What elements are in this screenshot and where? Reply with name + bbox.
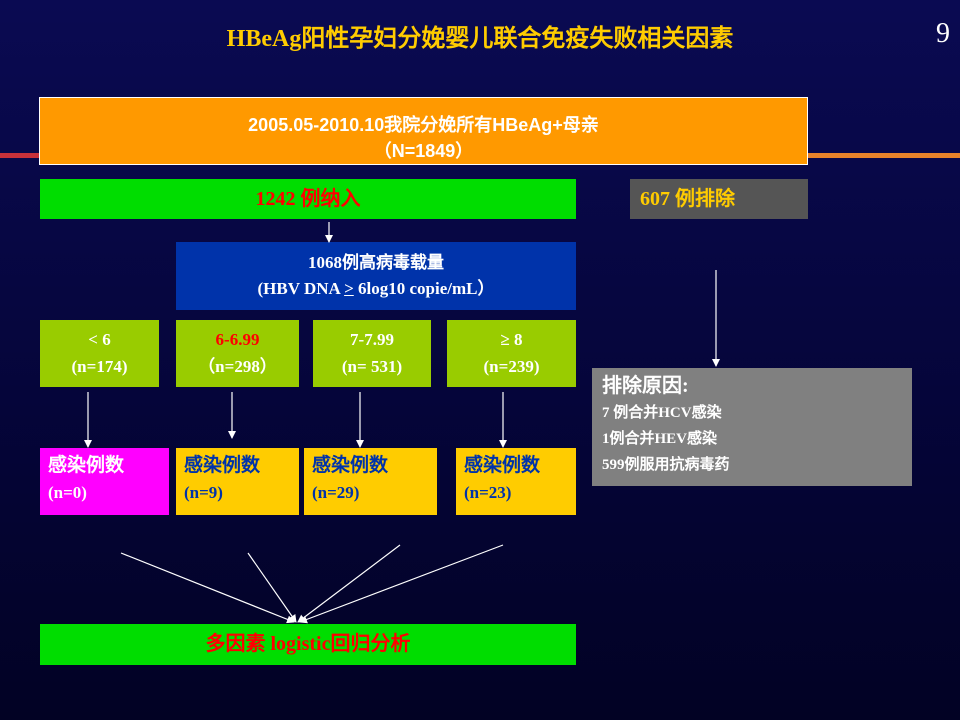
- group-count: (n= 531): [341, 357, 403, 376]
- group-box-7-7.99: 7-7.99 (n= 531): [313, 320, 431, 387]
- logistic-analysis-box: 多因素 logistic回归分析: [40, 624, 576, 665]
- orange-stripe: [808, 153, 960, 158]
- group-box-lt6: < 6 (n=174): [40, 320, 159, 387]
- high-viral-load-box: 1068例高病毒载量 (HBV DNA > 6log10 copie/mL）: [176, 242, 576, 310]
- excluded-box: 607 例排除: [630, 179, 808, 219]
- infection-count: (n=23): [464, 483, 512, 502]
- high-load-suffix: 6log10 copie/mL）: [353, 279, 495, 298]
- source-line-2: （N=1849）: [373, 141, 474, 161]
- infection-label: 感染例数: [184, 455, 261, 476]
- group-count: (n=174): [71, 357, 128, 376]
- infection-box-7-7.99: 感染例数 (n=29): [304, 448, 437, 515]
- infection-count: (n=9): [184, 483, 223, 502]
- infection-count: (n=0): [48, 483, 87, 502]
- slide-title: HBeAg阳性孕妇分娩婴儿联合免疫失败相关因素: [226, 26, 734, 52]
- infection-box-6-6.99: 感染例数 (n=9): [176, 448, 299, 515]
- group-box-ge8: ≥ 8 (n=239): [447, 320, 576, 387]
- source-line-1: 2005.05-2010.10我院分娩所有HBeAg+母亲: [248, 115, 599, 135]
- infection-label: 感染例数: [464, 455, 541, 476]
- group-box-6-6.99: 6-6.99 （n=298）: [176, 320, 299, 387]
- arrow-to-analysis-4: [299, 544, 504, 624]
- source-population-box: 2005.05-2010.10我院分娩所有HBeAg+母亲 （N=1849）: [39, 97, 808, 165]
- exclusion-reasons-box: 排除原因: 7 例合并HCV感染 1例合并HEV感染 599例服用抗病毒药: [592, 368, 912, 486]
- infection-box-ge8: 感染例数 (n=23): [456, 448, 576, 515]
- arrow-to-analysis-1: [120, 552, 295, 624]
- group-range: 6-6.99: [215, 330, 260, 349]
- high-load-prefix: (HBV DNA: [257, 279, 345, 298]
- group-range: < 6: [88, 330, 111, 349]
- page-number: 9: [936, 18, 950, 49]
- infection-label: 感染例数: [312, 455, 389, 476]
- group-count: （n=298）: [198, 357, 277, 376]
- reasons-heading: 排除原因:: [602, 375, 689, 397]
- high-load-line-2: (HBV DNA > 6log10 copie/mL）: [176, 276, 576, 302]
- arrow-to-analysis-2: [247, 552, 297, 623]
- group-range: 7-7.99: [350, 330, 394, 349]
- reason-item: 7 例合并HCV感染: [602, 405, 722, 421]
- reason-item: 1例合并HEV感染: [602, 431, 718, 447]
- reason-item: 599例服用抗病毒药: [602, 457, 730, 473]
- arrow-to-analysis-3: [297, 544, 401, 623]
- included-box: 1242 例纳入: [40, 179, 576, 219]
- infection-count: (n=29): [312, 483, 360, 502]
- infection-box-lt6: 感染例数 (n=0): [40, 448, 169, 515]
- infection-label: 感染例数: [48, 455, 125, 476]
- greater-equal-symbol: >: [344, 279, 354, 298]
- group-count: (n=239): [483, 357, 540, 376]
- group-range: ≥ 8: [500, 330, 523, 349]
- high-load-line-1: 1068例高病毒载量: [308, 253, 444, 272]
